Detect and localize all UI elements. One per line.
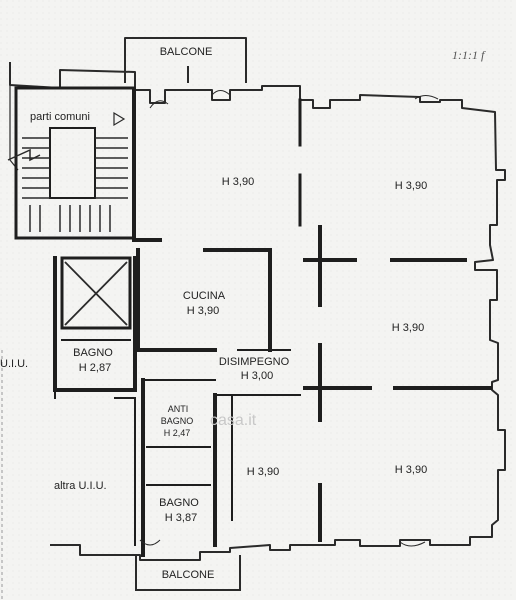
antibagno-height: H 2,47 xyxy=(163,428,191,438)
bagno-2-height: H 3,87 xyxy=(164,512,198,524)
room-5-height: H 3,90 xyxy=(394,464,428,476)
cucina-height: H 3,90 xyxy=(186,305,220,317)
antibagno-name-2: BAGNO xyxy=(160,416,194,426)
room-4-height: H 3,90 xyxy=(246,466,280,478)
room-3-height: H 3,90 xyxy=(391,322,425,334)
balcony-bottom-outline xyxy=(135,555,241,591)
balcony-bottom-label: BALCONE xyxy=(161,569,215,581)
cucina-name: CUCINA xyxy=(182,290,226,302)
disimpegno-name: DISIMPEGNO xyxy=(218,356,290,368)
bagno-1-name: BAGNO xyxy=(73,347,113,359)
bagno-2-name: BAGNO xyxy=(159,497,199,509)
altra-uiu-label: altra U.I.U. xyxy=(54,480,107,492)
disimpegno-height: H 3,00 xyxy=(240,370,274,382)
parti-comuni-label: parti comuni xyxy=(30,111,90,123)
room-2-height: H 3,90 xyxy=(394,180,428,192)
shaft xyxy=(60,256,132,330)
bagno-1-height: H 2,87 xyxy=(78,362,112,374)
uiu-left-label: U.I.U. xyxy=(0,358,29,370)
room-1-height: H 3,90 xyxy=(221,176,255,188)
corner-note: 1:1:1 f xyxy=(452,48,485,62)
balcony-top-outline xyxy=(124,37,247,83)
exterior-wall xyxy=(9,62,506,561)
watermark: casa.it xyxy=(210,412,257,429)
antibagno-name-1: ANTI xyxy=(167,404,189,414)
balcony-top-label: BALCONE xyxy=(159,46,213,58)
